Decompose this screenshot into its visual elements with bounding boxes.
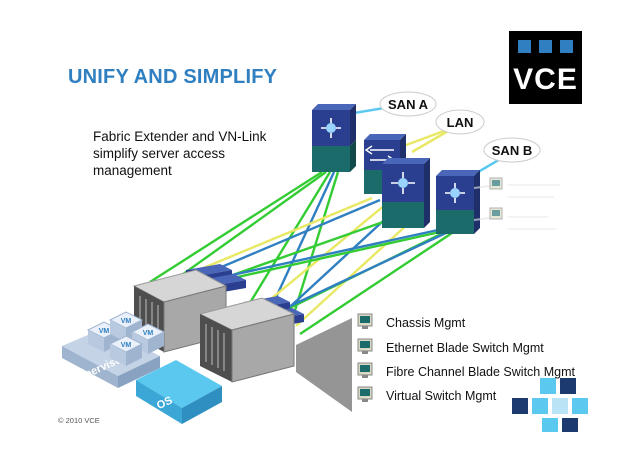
san-b-label: SAN B: [492, 143, 532, 158]
san-b-cloud: SAN B: [483, 137, 541, 163]
san-a-switch: [312, 104, 356, 172]
cable-blue: [270, 171, 336, 307]
cable-blue: [279, 209, 396, 317]
vm-cubes: VM VM VM VM: [86, 311, 166, 366]
decorative-squares: [512, 378, 588, 432]
cable-green: [171, 171, 327, 283]
cable-blue: [199, 228, 439, 284]
slide-title: UNIFY AND SIMPLIFY: [68, 66, 278, 88]
os-block: OS: [136, 360, 222, 424]
slide-description: Fabric Extender and VN-Link simplify ser…: [93, 129, 267, 178]
mgmt-item-fibre-channel: Fibre Channel Blade Switch Mgmt: [386, 365, 575, 379]
vm-label: VM: [121, 342, 132, 349]
blade-chassis-2: [198, 297, 296, 383]
logo-square-2: [539, 40, 552, 53]
san-a-label: SAN A: [388, 97, 429, 112]
switch-icon: [326, 123, 336, 133]
cable-green: [299, 232, 453, 335]
mgmt-item-virtual-switch: Virtual Switch Mgmt: [386, 389, 497, 403]
monitor-icon: [357, 338, 373, 354]
logo-square-1: [518, 40, 531, 53]
cable-green: [149, 170, 323, 284]
lan-cloud: LAN: [435, 109, 485, 135]
monitor-icon: [357, 362, 373, 378]
monitor-icon: [357, 386, 373, 402]
san-a-cloud: SAN A: [379, 91, 437, 117]
san-b-switch: [436, 170, 480, 234]
logo-text: VCE: [513, 63, 578, 96]
mgmt-icons: [357, 313, 373, 402]
cable-yellow: [295, 221, 411, 327]
switch-icon: [398, 178, 408, 188]
logo-square-3: [560, 40, 573, 53]
switch-icon: [450, 188, 460, 198]
zoom-wedge: [296, 318, 352, 412]
mgmt-item-chassis: Chassis Mgmt: [386, 316, 466, 330]
vce-logo: VCE: [509, 31, 582, 104]
vm-cube: VM: [108, 335, 144, 366]
vm-label: VM: [143, 330, 154, 337]
lan-label: LAN: [447, 115, 474, 130]
mgmt-item-ethernet: Ethernet Blade Switch Mgmt: [386, 341, 544, 355]
cable-blue: [285, 230, 449, 310]
copyright: © 2010 VCE: [58, 416, 100, 425]
vm-cube: VM: [130, 323, 166, 354]
switch-icon: [364, 145, 396, 165]
faded-management-devices: [473, 177, 560, 230]
vm-label: VM: [121, 318, 132, 325]
monitor-icon: [357, 313, 373, 329]
vm-cube: VM: [108, 311, 144, 342]
vm-label: VM: [99, 328, 110, 335]
lan-switch-front: [382, 158, 430, 228]
mgmt-list: Chassis Mgmt Ethernet Blade Switch Mgmt …: [386, 316, 575, 403]
